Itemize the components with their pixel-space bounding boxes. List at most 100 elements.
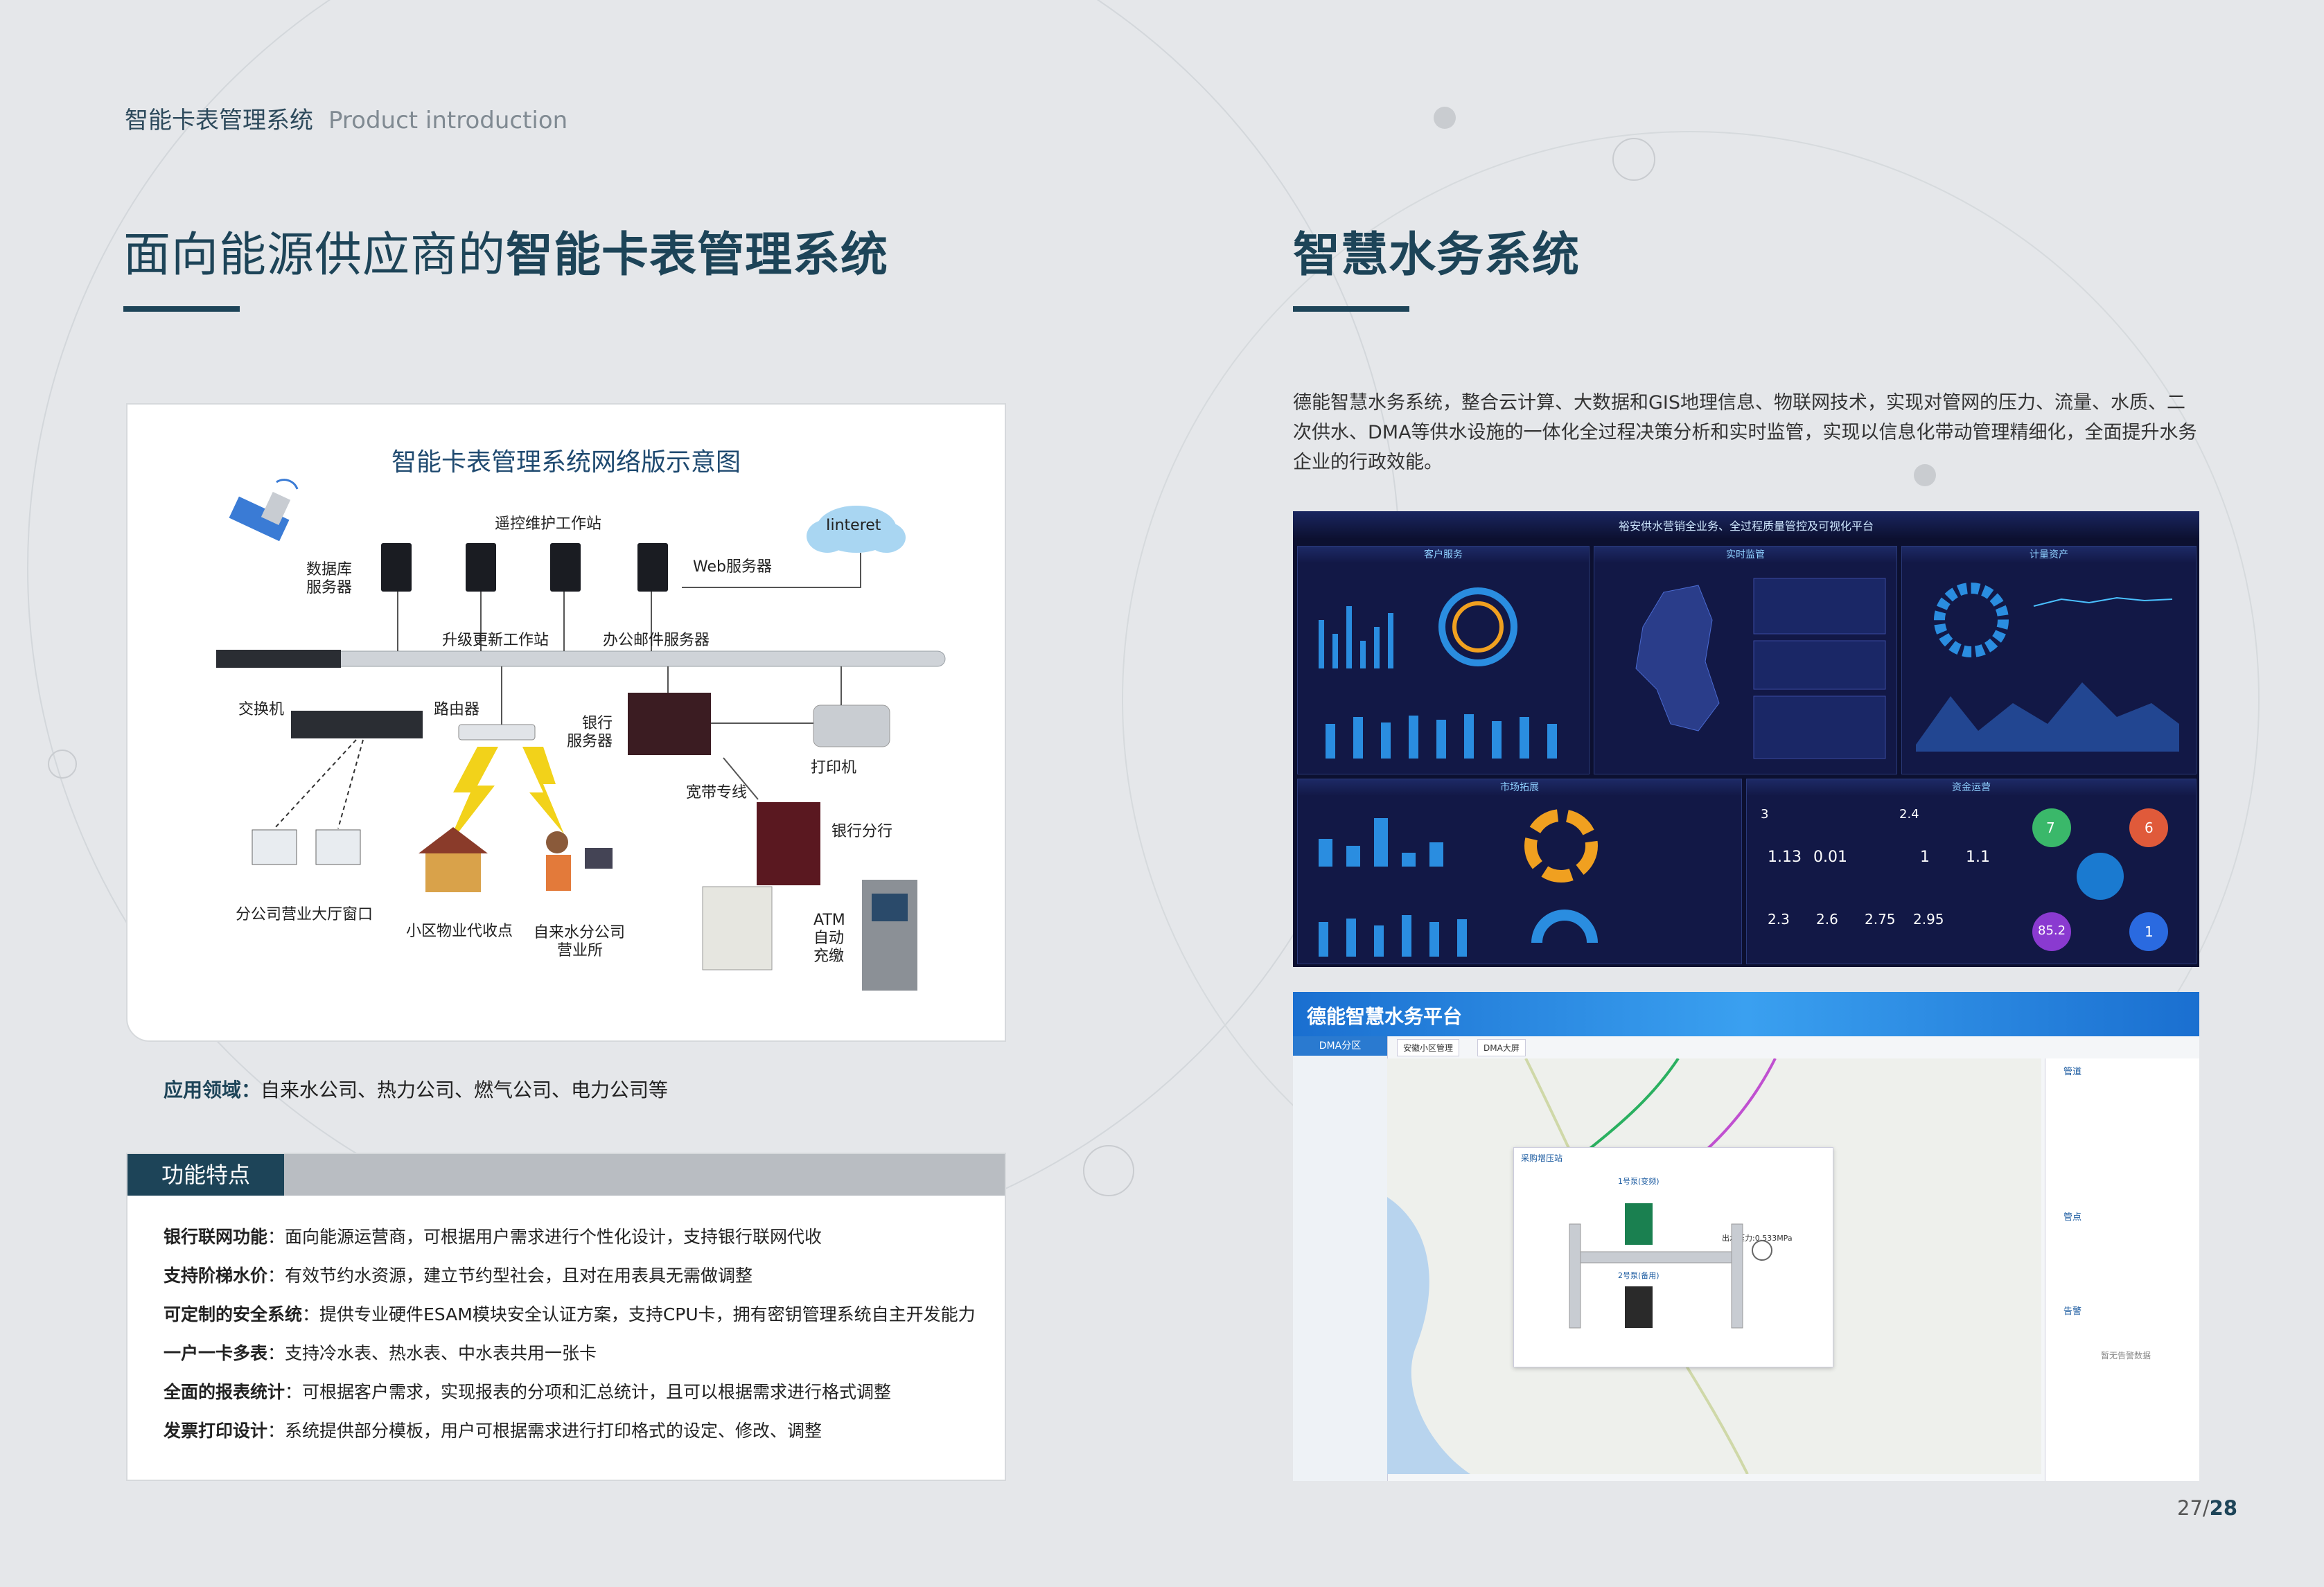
feature-name: 可定制的安全系统	[164, 1304, 303, 1324]
pump-1-label: 1号泵(变频)	[1618, 1177, 1660, 1186]
platform-brand: 德能智慧水务平台	[1307, 1005, 1463, 1028]
left-title-bold: 智能卡表管理系统	[506, 228, 889, 283]
label-web: Web服务器	[693, 558, 772, 576]
left-title-normal: 面向能源供应商的	[123, 228, 507, 283]
page-total: 28	[2209, 1496, 2238, 1520]
panel-funds: 资金运营 3 2.4 1.13 0.01 1 1.1 2.3 2.6 2.75 …	[1746, 779, 2197, 964]
header-cn: 智能卡表管理系统	[125, 107, 313, 134]
label-branch: 银行分行	[831, 823, 893, 840]
panel-assets-title: 计量资产	[1902, 547, 2196, 563]
network-diagram-card: 智能卡表管理系统网络版示意图	[126, 403, 1006, 1042]
platform-screenshot: 德能智慧水务平台 DMA分区 安徽小区管理 DMA大屏 采购增压站 1号泵(变频…	[1293, 992, 2199, 1481]
label-remote: 遥控维护工作站	[495, 515, 602, 533]
kpi-2: 6	[2145, 819, 2154, 836]
label-switch: 交换机	[238, 701, 285, 718]
tab-community[interactable]: 安徽小区管理	[1397, 1039, 1460, 1056]
feature-name: 支持阶梯水价	[164, 1266, 268, 1286]
metric-bottom-1: 2.3	[1768, 911, 1790, 928]
features-tag: 功能特点	[127, 1154, 284, 1196]
metric-circle-4: 1.1	[1966, 849, 1990, 866]
label-atm1: ATM	[813, 912, 845, 929]
page-number: 27/28	[2177, 1496, 2237, 1520]
label-internet: Iinteret	[826, 517, 881, 534]
panel-pipes-title: 管道	[2063, 1067, 2081, 1077]
application-text: 自来水公司、热力公司、燃气公司、电力公司等	[261, 1079, 669, 1101]
label-db: 数据库	[306, 561, 353, 578]
feature-row: 一户一卡多表：支持冷水表、热水表、中水表共用一张卡	[164, 1340, 597, 1365]
server-icons	[381, 543, 668, 592]
dashboard-title: 裕安供水营销全业务、全过程质量管控及可视化平台	[1618, 520, 1874, 533]
header-en: Product introduction	[328, 107, 568, 134]
metric-bottom-4: 2.95	[1913, 911, 1944, 928]
left-title-rule	[123, 306, 240, 312]
feature-name: 银行联网功能	[164, 1227, 268, 1247]
page-header: 智能卡表管理系统 Product introduction	[125, 101, 567, 135]
feature-row: 发票打印设计：系统提供部分模板，用户可根据需求进行打印格式的设定、修改、调整	[164, 1417, 822, 1442]
system-description: 德能智慧水务系统，整合云计算、大数据和GIS地理信息、物联网技术，实现对管网的压…	[1293, 392, 2197, 473]
page-current: 27/	[2177, 1496, 2210, 1520]
panel-monitor: 实时监管	[1594, 546, 1897, 774]
feature-row: 银行联网功能：面向能源运营商，可根据用户需求进行个性化设计，支持银行联网代收	[164, 1223, 822, 1248]
panel-alarm-title: 告警	[2063, 1306, 2081, 1317]
feature-text: ：系统提供部分模板，用户可根据需求进行打印格式的设定、修改、调整	[267, 1421, 822, 1441]
pump-2-label: 2号泵(备用)	[1618, 1271, 1660, 1280]
label-water2: 营业所	[557, 942, 604, 959]
label-water: 自来水分公司	[534, 924, 626, 941]
label-atm3: 充缴	[813, 948, 845, 965]
satellite-icon	[229, 479, 299, 542]
right-title: 智慧水务系统	[1293, 216, 1580, 285]
metric-top-2: 2.4	[1899, 807, 1919, 822]
cloud-icon	[807, 506, 906, 553]
label-router: 路由器	[434, 701, 480, 718]
diagram-title: 智能卡表管理系统网络版示意图	[391, 448, 741, 477]
feature-text: ：可根据客户需求，实现报表的分项和汇总统计，且可以根据需求进行格式调整	[285, 1382, 892, 1402]
left-title: 面向能源供应商的智能卡表管理系统	[123, 216, 888, 285]
tab-dma[interactable]: DMA分区	[1293, 1036, 1387, 1056]
label-upgrade: 升级更新工作站	[442, 632, 549, 649]
kpi-3: 85.2	[2038, 923, 2066, 938]
dashboard-screenshot: 裕安供水营销全业务、全过程质量管控及可视化平台 客户服务 实时监管 计量资产	[1293, 511, 2199, 967]
label-bank: 银行	[582, 715, 613, 732]
metric-circle-3: 1	[1920, 849, 1930, 866]
alarm-empty-text: 暂无告警数据	[2100, 1351, 2151, 1360]
panel-market-title: 市场拓展	[1298, 779, 1741, 796]
feature-row: 全面的报表统计：可根据客户需求，实现报表的分项和汇总统计，且可以根据需求进行格式…	[164, 1378, 891, 1403]
feature-row: 支持阶梯水价：有效节约水资源，建立节约型社会，且对在用表具无需做调整	[164, 1262, 752, 1287]
label-hall: 分公司营业大厅窗口	[236, 906, 373, 923]
feature-name: 发票打印设计	[164, 1421, 268, 1441]
feature-row: 可定制的安全系统：提供专业硬件ESAM模块安全认证方案，支持CPU卡，拥有密钥管…	[164, 1301, 976, 1326]
panel-assets: 计量资产	[1901, 546, 2197, 774]
metric-top-1: 3	[1761, 807, 1769, 822]
kpi-1: 7	[2046, 819, 2055, 836]
popup-title: 采购增压站	[1521, 1153, 1563, 1163]
metric-bottom-2: 2.6	[1816, 911, 1838, 928]
feature-text: ：提供专业硬件ESAM模块安全认证方案，支持CPU卡，拥有密钥管理系统自主开发能…	[302, 1304, 976, 1324]
kpi-4: 1	[2145, 923, 2154, 940]
label-mail: 办公邮件服务器	[603, 632, 710, 649]
right-title-text: 智慧水务系统	[1293, 228, 1581, 283]
feature-name: 一户一卡多表	[164, 1343, 268, 1363]
right-title-rule	[1293, 306, 1409, 312]
features-box: 功能特点 银行联网功能：面向能源运营商，可根据用户需求进行个性化设计，支持银行联…	[126, 1153, 1006, 1481]
metric-circle-2: 0.01	[1813, 849, 1847, 866]
metric-bottom-3: 2.75	[1865, 911, 1896, 928]
label-bank2: 服务器	[567, 733, 613, 750]
panel-customer: 客户服务	[1297, 546, 1590, 774]
metric-circle-1: 1.13	[1768, 849, 1802, 866]
label-community: 小区物业代收点	[406, 923, 513, 940]
station-popup: 采购增压站 1号泵(变频) 2号泵(备用) 出水压力:0.533MPa	[1513, 1147, 1833, 1367]
label-atm2: 自动	[813, 930, 845, 947]
feature-text: ：面向能源运营商，可根据用户需求进行个性化设计，支持银行联网代收	[267, 1227, 822, 1247]
feature-text: ：有效节约水资源，建立节约型社会，且对在用表具无需做调整	[267, 1266, 753, 1286]
panel-monitor-title: 实时监管	[1594, 547, 1896, 563]
panel-funds-title: 资金运营	[1747, 779, 2196, 796]
label-printer: 打印机	[811, 759, 857, 777]
tab-dma-screen[interactable]: DMA大屏	[1477, 1039, 1526, 1056]
feature-name: 全面的报表统计	[164, 1382, 285, 1402]
feature-text: ：支持冷水表、热水表、中水表共用一张卡	[267, 1343, 597, 1363]
network-diagram	[216, 479, 946, 991]
application-fields: 应用领域：自来水公司、热力公司、燃气公司、电力公司等	[164, 1075, 668, 1103]
application-label: 应用领域：	[164, 1079, 261, 1101]
label-broadband: 宽带专线	[686, 784, 748, 801]
panel-customer-title: 客户服务	[1298, 547, 1589, 563]
